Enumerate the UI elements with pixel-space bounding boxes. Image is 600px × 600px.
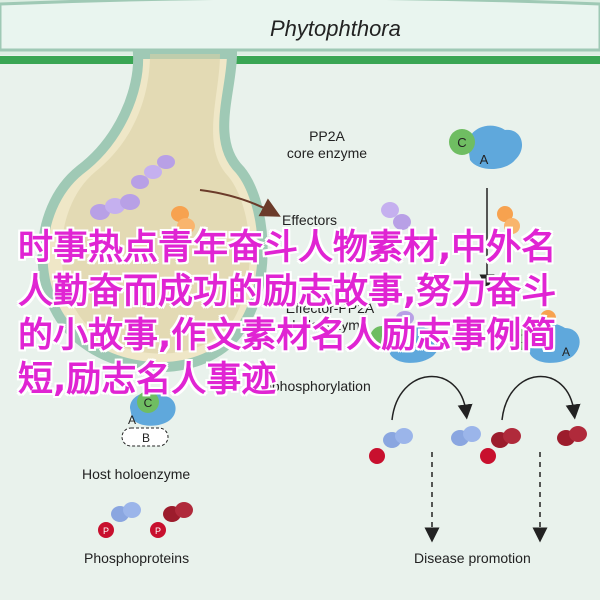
phospho-label-2: P [155,526,161,536]
effector-orange-1 [171,206,195,234]
overlay-headline: 时事热点青年奋斗人物素材,中外名人勤奋而成功的励志故事,努力奋斗的小故事,作文素… [18,228,557,400]
effector-purple-host [381,202,411,230]
dephosphorylation-label: Dephosphorylation [254,378,371,394]
effector-pp2a-label: Effector-PP2A holoenzyme [285,300,375,333]
protein-red-dephos [557,426,587,446]
pp2a-core-enzyme: C A [449,125,523,169]
phosphoprotein-red-1 [480,428,521,464]
holo2-a-label: A [562,345,570,359]
subunit-c-label: C [457,135,466,150]
legend-host-holoenzyme: C A B [121,391,176,447]
legend-c-label: C [144,396,153,410]
effector-orange-host [497,206,520,234]
disease-promotion-label: Disease promotion [414,550,531,566]
effector-holoenzyme-1 [370,311,440,363]
haustorium-cytoplasm [61,54,250,354]
diagram-title: Phytophthora [270,16,401,41]
phosphoproteins-label: Phosphoproteins [84,550,190,566]
subunit-a-label: A [480,152,489,167]
effector-holoenzyme-2: C A [510,310,580,363]
dephos-arrow-1 [391,375,473,421]
effector-release-arrow [199,189,281,217]
legend-b-label: B [142,431,150,445]
protein-blue-dephos [451,426,481,446]
pathogen-membrane [0,0,600,52]
effector-purple-2 [131,155,175,189]
host-membrane-right [236,56,600,64]
holo2-c-label: C [518,332,527,346]
legend-phosphoproteins: P P [98,502,193,538]
phosphoprotein-blue-1 [369,428,413,464]
host-membrane-left [0,56,140,64]
legend-a-label: A [128,413,136,427]
phospho-label-1: P [103,526,109,536]
pp2a-core-label: PP2A core enzyme [286,128,368,161]
host-holoenzyme-label: Host holoenzyme [82,466,191,482]
effectors-label: Effectors [282,212,337,228]
dephos-arrow-2 [501,375,581,421]
effector-purple-1 [90,194,140,220]
